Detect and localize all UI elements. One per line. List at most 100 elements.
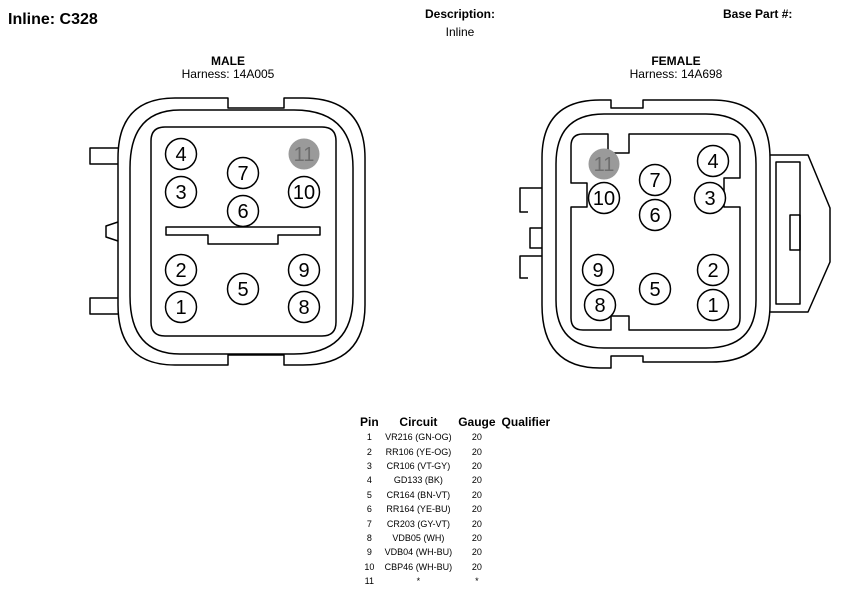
table-row: 10 CBP46 (WH-BU) 20 — [357, 560, 553, 574]
cell-pin: 5 — [366, 489, 372, 500]
female-pin-11-cavity — [588, 148, 620, 180]
male-pin-8-label: 8 — [298, 297, 309, 319]
cell-qualifier — [499, 516, 554, 530]
cell-qualifier — [499, 502, 554, 516]
description-value: Inline — [445, 25, 475, 39]
table-header-row: Pin Circuit Gauge Qualifier — [357, 413, 553, 430]
cell-circuit: CR106 (VT-GY) — [386, 460, 451, 471]
cell-pin: 10 — [364, 561, 375, 572]
female-pin-8-cavity — [583, 288, 617, 322]
cell-circuit: GD133 (BK) — [393, 475, 443, 486]
male-pin-2-label: 2 — [175, 260, 186, 282]
male-pin-3-cavity — [164, 175, 198, 209]
cell-pin: 2 — [366, 446, 372, 457]
cell-gauge: 20 — [471, 518, 482, 529]
female-pin-1-label: 1 — [707, 295, 718, 317]
cell-gauge: 20 — [471, 532, 482, 543]
male-pin-10-label: 10 — [293, 182, 315, 204]
cell-pin: 1 — [366, 432, 372, 443]
male-pin-8-cavity — [287, 290, 321, 324]
cell-gauge: 20 — [471, 475, 482, 486]
cell-pin: 9 — [366, 547, 372, 558]
table-row: 2 RR106 (YE-OG) 20 — [357, 444, 553, 458]
male-pin-1-label: 1 — [175, 297, 186, 319]
page-title: Inline: C328 — [8, 11, 98, 28]
cell-gauge: * — [475, 576, 479, 587]
cell-qualifier — [499, 574, 554, 588]
cell-circuit: CR164 (BN-VT) — [386, 489, 451, 500]
female-connector-heading: FEMALE Harness: 14A698 — [596, 55, 756, 81]
cell-gauge: 20 — [471, 446, 482, 457]
cell-pin: 11 — [364, 576, 374, 587]
female-pin-6-label: 6 — [649, 205, 660, 227]
female-pin-10-label: 10 — [593, 188, 615, 210]
cell-pin: 7 — [366, 518, 372, 529]
male-pin-7-cavity — [226, 156, 260, 190]
male-pin-9-label: 9 — [298, 260, 309, 282]
header-qualifier: Qualifier — [501, 414, 551, 429]
table-row: 5 CR164 (BN-VT) 20 — [357, 488, 553, 502]
female-pin-4-cavity — [696, 144, 730, 178]
female-pin-2-cavity — [696, 253, 730, 287]
male-pin-1-cavity — [164, 290, 198, 324]
cell-gauge: 20 — [471, 460, 482, 471]
male-pin-11-label: 11 — [294, 144, 315, 166]
table-row: 7 CR203 (GY-VT) 20 — [357, 516, 553, 530]
female-gender-label: FEMALE — [651, 54, 701, 68]
female-pin-9-cavity — [581, 253, 615, 287]
female-pin-11-label: 11 — [594, 154, 615, 176]
male-pin-3-label: 3 — [175, 182, 186, 204]
cell-pin: 8 — [366, 532, 372, 543]
male-pin-6-cavity — [226, 194, 260, 228]
cell-qualifier — [499, 473, 554, 487]
female-pin-10-cavity — [587, 181, 621, 215]
header-pin: Pin — [360, 414, 379, 429]
male-pin-4-cavity — [164, 137, 198, 171]
female-pin-5-cavity — [638, 272, 672, 306]
female-harness-label: Harness: 14A698 — [629, 67, 723, 81]
female-pin-9-label: 9 — [592, 260, 603, 282]
cell-qualifier — [499, 488, 554, 502]
cell-gauge: 20 — [471, 561, 482, 572]
table-row: 11** — [357, 574, 553, 588]
male-pin-9-cavity — [287, 253, 321, 287]
female-pin-3-label: 3 — [704, 188, 715, 210]
cell-qualifier — [499, 430, 554, 444]
cell-circuit: CR203 (GY-VT) — [386, 518, 451, 529]
cell-circuit: CBP46 (WH-BU) — [384, 561, 453, 572]
female-pin-2-label: 2 — [707, 260, 718, 282]
cell-gauge: 20 — [471, 489, 482, 500]
cell-circuit: VDB05 (WH) — [392, 532, 445, 543]
cell-pin: 6 — [366, 504, 372, 515]
female-pin-6-cavity — [638, 198, 672, 232]
male-pin-11-cavity — [288, 138, 320, 170]
cell-circuit: RR106 (YE-OG) — [385, 446, 452, 457]
table-row: 8 VDB05 (WH) 20 — [357, 531, 553, 545]
female-pin-8-label: 8 — [594, 295, 605, 317]
cell-gauge: 20 — [471, 432, 482, 443]
male-pin-10-cavity — [287, 175, 321, 209]
male-harness-label: Harness: 14A005 — [181, 67, 275, 81]
table-row: 4 GD133 (BK) 20 — [357, 473, 553, 487]
base-part-label: Base Part #: — [723, 7, 793, 21]
cell-gauge: 20 — [471, 504, 482, 515]
cell-qualifier — [499, 545, 554, 559]
cell-qualifier — [499, 560, 554, 574]
male-gender-label: MALE — [211, 54, 245, 68]
female-pin-5-label: 5 — [649, 279, 660, 301]
male-connector-body — [89, 97, 366, 366]
female-pin-7-label: 7 — [649, 170, 660, 192]
description-label: Description: — [424, 7, 495, 21]
header-circuit: Circuit — [399, 414, 438, 429]
male-connector-heading: MALE Harness: 14A005 — [148, 55, 308, 81]
male-pin-5-label: 5 — [237, 279, 248, 301]
cell-circuit: VDB04 (WH-BU) — [384, 547, 453, 558]
cell-pin: 4 — [366, 475, 372, 486]
